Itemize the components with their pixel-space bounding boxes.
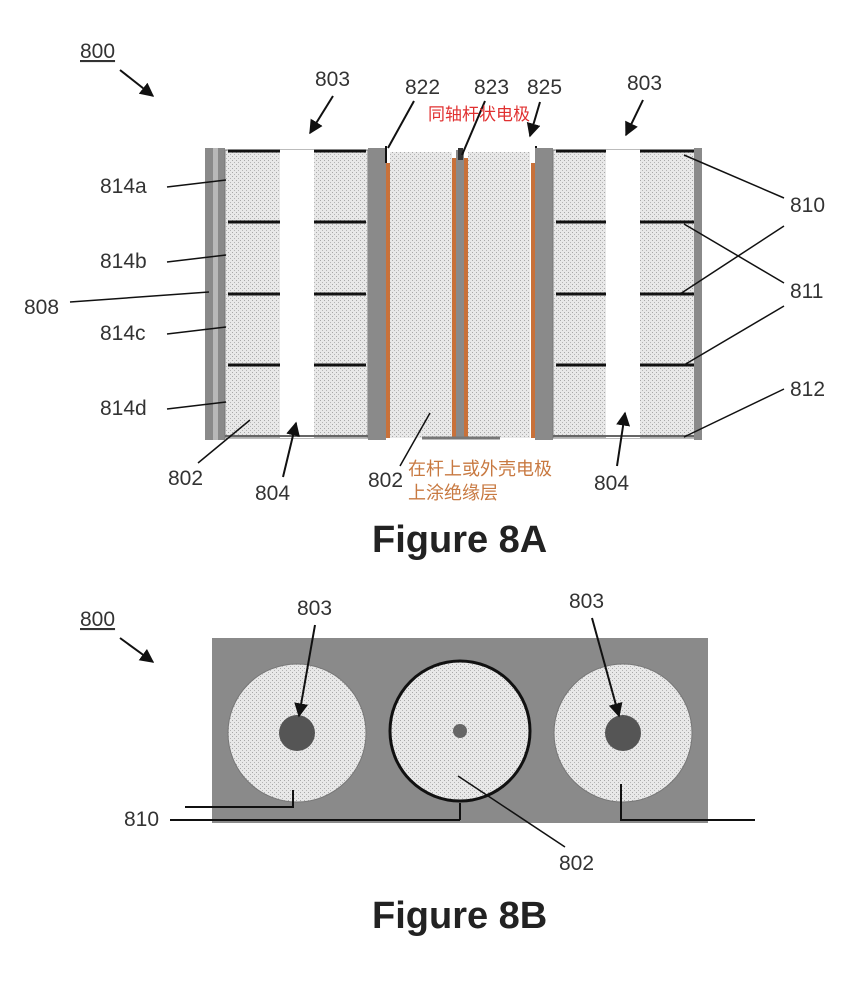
annotation-coaxial-rod-electrode: 同轴杆状电极 — [428, 105, 530, 125]
label-808: 808 — [24, 296, 59, 319]
leader-802-b — [457, 775, 566, 848]
label-804-right: 804 — [594, 472, 629, 495]
arrow-804-right — [616, 411, 631, 467]
left-separator-wire — [185, 790, 294, 808]
arrow-804-left — [282, 421, 300, 478]
arrow-803-right-b — [591, 617, 623, 718]
center-coaxial-rod — [453, 724, 467, 738]
copper-coating-rod-left — [452, 158, 456, 438]
figure-8a: 800 — [24, 40, 825, 561]
leader-822 — [387, 100, 415, 149]
label-803-left: 803 — [315, 68, 350, 91]
arrow-803-left-b — [294, 624, 316, 718]
copper-coating-rod-right — [464, 158, 468, 438]
copper-coating-left — [386, 163, 390, 438]
figure-b-ref-label: 800 — [80, 608, 115, 631]
label-814a: 814a — [100, 175, 147, 198]
central-cavity-right — [468, 152, 530, 438]
label-814b: 814b — [100, 250, 147, 273]
label-811: 811 — [790, 280, 823, 303]
central-right-wall — [535, 148, 553, 440]
arrow-803-right — [625, 99, 644, 137]
figure-a-ref-arrow — [119, 69, 155, 97]
label-802-left: 802 — [168, 467, 203, 490]
label-802-b: 802 — [559, 852, 594, 875]
figure-a-ref-label: 800 — [80, 40, 115, 63]
leader-814a — [166, 179, 227, 188]
copper-coating-right — [531, 163, 535, 438]
central-left-wall — [368, 148, 386, 440]
label-822: 822 — [405, 76, 440, 99]
leader-811-lower — [683, 305, 785, 366]
leader-808 — [69, 291, 210, 303]
leader-814b — [166, 254, 227, 263]
label-803-right: 803 — [627, 72, 662, 95]
leader-814d — [166, 401, 227, 410]
label-810-b: 810 — [124, 808, 159, 831]
figure-b-ref-arrow — [119, 637, 155, 663]
label-803-left-b: 803 — [297, 597, 332, 620]
annotation-insulation-line-1: 在杆上或外壳电极 — [408, 459, 552, 480]
right-separator-wire — [620, 784, 755, 821]
label-814d: 814d — [100, 397, 147, 420]
arrow-803-left — [309, 95, 334, 135]
figure-8a-title: Figure 8A — [372, 519, 547, 561]
label-810: 810 — [790, 194, 825, 217]
label-823: 823 — [474, 76, 509, 99]
leader-823 — [461, 100, 486, 156]
leader-812 — [683, 388, 785, 438]
central-cavity-left — [390, 152, 452, 438]
right-outer-wall — [694, 148, 702, 440]
left-cell-core — [279, 715, 315, 751]
figure-8b-title: Figure 8B — [372, 895, 547, 937]
right-central-channel — [606, 150, 640, 438]
label-825: 825 — [527, 76, 562, 99]
label-803-right-b: 803 — [569, 590, 604, 613]
leader-814c — [166, 326, 227, 335]
left-central-channel — [280, 150, 314, 438]
figure-8b: 800 803 803 810 802 Figure 8B — [80, 590, 755, 937]
annotation-insulation-line-2: 上涂绝缘层 — [408, 483, 498, 504]
leader-810-top — [683, 154, 785, 199]
arrow-825 — [526, 101, 541, 138]
label-814c: 814c — [100, 322, 146, 345]
label-802-mid: 802 — [368, 469, 403, 492]
left-wall-highlight — [213, 148, 218, 440]
coaxial-rod — [456, 150, 464, 438]
label-812: 812 — [790, 378, 825, 401]
leader-811-top — [683, 223, 785, 284]
leader-810-lower — [679, 225, 785, 295]
right-cell-core — [605, 715, 641, 751]
leader-802-mid — [399, 412, 431, 467]
leader-802-left — [197, 419, 251, 464]
label-804-left: 804 — [255, 482, 290, 505]
coaxial-rod-cap — [458, 148, 463, 160]
